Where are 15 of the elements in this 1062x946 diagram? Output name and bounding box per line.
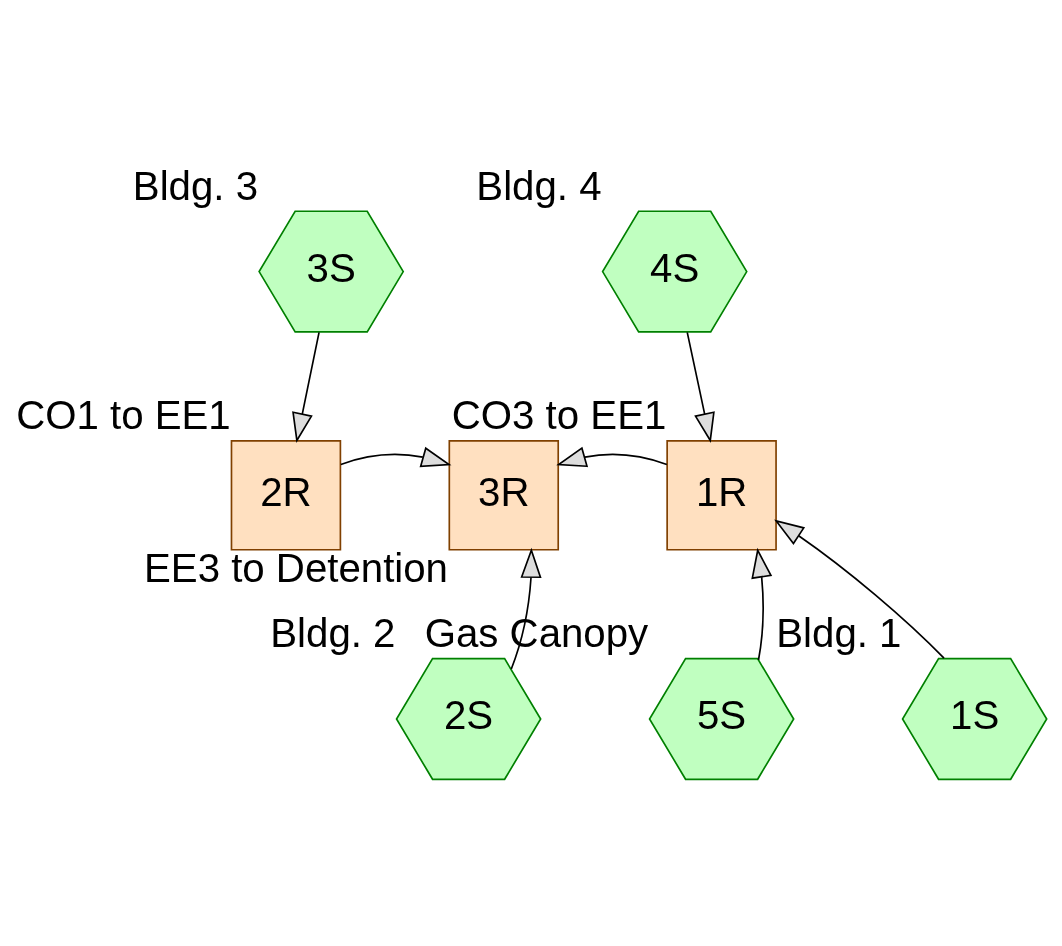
- arrow: [774, 519, 945, 659]
- arrow: [556, 446, 668, 467]
- node-label: Bldg. 4: [476, 163, 602, 209]
- arrow: [751, 547, 773, 661]
- node-label: Bldg. 2: [270, 610, 396, 656]
- arrow: [340, 446, 452, 467]
- node-label: CO1 to EE1: [16, 392, 231, 438]
- node-label: Bldg. 1: [776, 610, 902, 656]
- node-label: Bldg. 3: [132, 163, 259, 209]
- arrow: [292, 330, 320, 443]
- node-box: 1R: [666, 439, 777, 551]
- arrow: [686, 330, 715, 443]
- node-box: 3R: [448, 439, 560, 551]
- node-box: 2R: [230, 439, 342, 551]
- node-label: CO3 to EE1: [451, 392, 667, 438]
